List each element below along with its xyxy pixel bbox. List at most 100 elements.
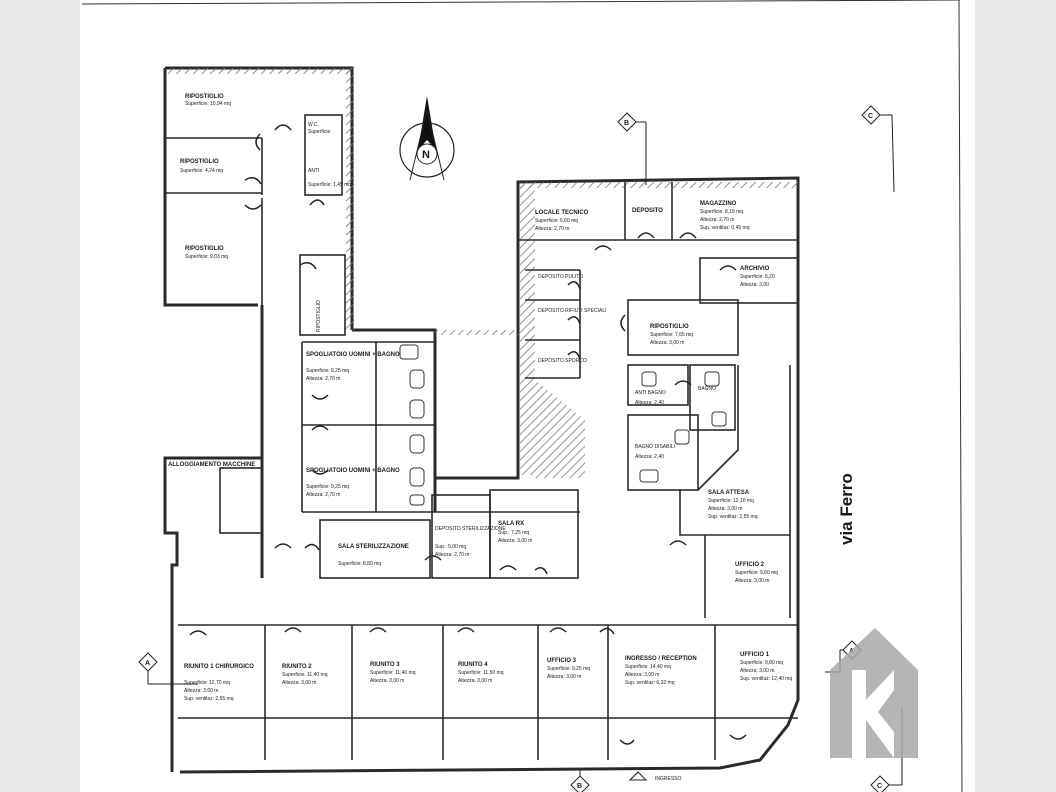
svg-text:Superficie: 12,10 mq: Superficie: 12,10 mq bbox=[708, 498, 754, 504]
svg-text:C: C bbox=[877, 783, 882, 790]
grid-marker-b-bottom: B bbox=[570, 775, 590, 792]
svg-text:Superficie: 9,03 mq: Superficie: 9,03 mq bbox=[185, 254, 228, 260]
svg-text:RIUNITO 4: RIUNITO 4 bbox=[458, 662, 488, 668]
svg-text:DEPOSITO RIFIUTI SPECIALI: DEPOSITO RIFIUTI SPECIALI bbox=[538, 308, 607, 314]
svg-text:Superficie: 10,94 mq: Superficie: 10,94 mq bbox=[185, 101, 231, 107]
svg-text:Altezza: 2,70 m: Altezza: 2,70 m bbox=[306, 376, 340, 382]
svg-text:INGRESSO / RECEPTION: INGRESSO / RECEPTION bbox=[625, 656, 697, 662]
svg-text:Altezza: 2,40: Altezza: 2,40 bbox=[635, 454, 664, 460]
svg-text:Superficie: 1,45 mq: Superficie: 1,45 mq bbox=[308, 182, 351, 188]
hatch-left-wing bbox=[346, 68, 354, 330]
svg-text:DEPOSITO: DEPOSITO bbox=[632, 208, 663, 214]
svg-text:Altezza: 3,00 m: Altezza: 3,00 m bbox=[740, 668, 774, 674]
svg-text:Altezza: 3,00 m: Altezza: 3,00 m bbox=[735, 578, 769, 584]
svg-text:Altezza: 3,00: Altezza: 3,00 bbox=[740, 282, 769, 288]
svg-text:Sup. ventilaz: 2,55 mq: Sup. ventilaz: 2,55 mq bbox=[708, 514, 758, 520]
svg-text:Altezza: 2,40: Altezza: 2,40 bbox=[635, 400, 664, 406]
svg-text:RIPOSTIGLIO: RIPOSTIGLIO bbox=[650, 324, 689, 330]
grid-marker-c-top: C bbox=[861, 105, 881, 125]
svg-text:DEPOSITO SPORCO: DEPOSITO SPORCO bbox=[538, 358, 587, 364]
svg-text:BAGNO: BAGNO bbox=[698, 386, 716, 392]
svg-text:Superficie: 6,60 mq: Superficie: 6,60 mq bbox=[535, 218, 578, 224]
svg-text:UFFICIO 2: UFFICIO 2 bbox=[735, 562, 765, 568]
svg-text:Superficie: 9,80 mq: Superficie: 9,80 mq bbox=[740, 660, 783, 666]
svg-text:Sup.: 5,00 mq: Sup.: 5,00 mq bbox=[435, 544, 466, 550]
floor-plan: N B C A A B C INGRESSO via Ferro bbox=[81, 0, 963, 792]
hatch-connector bbox=[435, 330, 520, 335]
north-label: N bbox=[422, 149, 430, 161]
svg-text:ANTI BAGNO: ANTI BAGNO bbox=[635, 390, 666, 396]
grid-marker-c-bottom: C bbox=[870, 775, 890, 792]
svg-text:Superficie: 11,40 mq: Superficie: 11,40 mq bbox=[282, 672, 328, 678]
svg-text:C: C bbox=[868, 113, 873, 120]
svg-text:W.C.: W.C. bbox=[308, 122, 319, 128]
hatch-top-left bbox=[165, 68, 352, 74]
svg-text:SALA STERILIZZAZIONE: SALA STERILIZZAZIONE bbox=[338, 544, 409, 550]
svg-text:Superficie: 11,40 mq: Superficie: 11,40 mq bbox=[370, 670, 416, 676]
svg-text:Superficie: Superficie bbox=[308, 129, 330, 135]
svg-text:BAGNO DISABILI: BAGNO DISABILI bbox=[635, 444, 675, 450]
svg-text:Superficie: 14,40 mq: Superficie: 14,40 mq bbox=[625, 664, 671, 670]
svg-text:Superficie: 9,25 mq: Superficie: 9,25 mq bbox=[306, 368, 349, 374]
grid-marker-b-top: B bbox=[617, 112, 637, 132]
svg-text:Altezza: 3,00 m: Altezza: 3,00 m bbox=[184, 688, 218, 694]
plan-sheet: N B C A A B C INGRESSO via Ferro bbox=[80, 0, 975, 792]
hatch-triangle bbox=[535, 380, 585, 478]
svg-text:ANTI: ANTI bbox=[308, 168, 319, 174]
svg-text:Superficie: 11,50 mq: Superficie: 11,50 mq bbox=[458, 670, 504, 676]
svg-text:Sup. ventilaz: 2,55 mq: Sup. ventilaz: 2,55 mq bbox=[184, 696, 234, 702]
svg-text:SALA RX: SALA RX bbox=[498, 521, 524, 527]
svg-text:Altezza: 3,00 m: Altezza: 3,00 m bbox=[370, 678, 404, 684]
north-arrow: N bbox=[399, 96, 455, 181]
svg-text:SPOGLIATOIO UOMINI + BAGNO: SPOGLIATOIO UOMINI + BAGNO bbox=[306, 352, 400, 358]
svg-text:Superficie: 12,70 mq: Superficie: 12,70 mq bbox=[184, 680, 230, 686]
interior-walls bbox=[165, 114, 799, 760]
sanitary-fixtures bbox=[399, 344, 727, 506]
door-swings bbox=[189, 124, 747, 745]
svg-text:RIUNITO 3: RIUNITO 3 bbox=[370, 662, 400, 668]
svg-text:Sup.: 7,25 mq: Sup.: 7,25 mq bbox=[498, 530, 529, 536]
hatch-right-top bbox=[518, 182, 798, 188]
svg-text:ALLOGGIAMENTO MACCHINE: ALLOGGIAMENTO MACCHINE bbox=[168, 462, 255, 468]
svg-text:Altezza: 3,00 m: Altezza: 3,00 m bbox=[625, 672, 659, 678]
svg-text:Superficie: 5,20: Superficie: 5,20 bbox=[740, 274, 775, 280]
svg-text:Superficie: 8,80 mq: Superficie: 8,80 mq bbox=[338, 561, 381, 567]
svg-text:Superficie: 8,15 mq: Superficie: 8,15 mq bbox=[700, 209, 743, 215]
svg-text:Altezza: 3,00 m: Altezza: 3,00 m bbox=[498, 538, 532, 544]
svg-text:RIPOSTIGLIO: RIPOSTIGLIO bbox=[185, 94, 224, 100]
svg-text:Altezza: 2,70 m: Altezza: 2,70 m bbox=[306, 492, 340, 498]
room-labels: RIPOSTIGLIO Superficie: 10,94 mq RIPOSTI… bbox=[168, 94, 792, 702]
hatch-right-wing-left bbox=[520, 185, 535, 475]
svg-text:MAGAZZINO: MAGAZZINO bbox=[700, 201, 737, 207]
svg-text:B: B bbox=[577, 783, 582, 790]
svg-text:Altezza: 3,00 m: Altezza: 3,00 m bbox=[547, 674, 581, 680]
svg-text:SPOGLIATOIO UOMINI + BAGNO: SPOGLIATOIO UOMINI + BAGNO bbox=[306, 468, 400, 474]
svg-text:Sup. ventilaz: 0,45 mq: Sup. ventilaz: 0,45 mq bbox=[700, 225, 750, 231]
svg-text:Altezza: 3,00 m: Altezza: 3,00 m bbox=[708, 506, 742, 512]
svg-text:Superficie: 9,25 mq: Superficie: 9,25 mq bbox=[547, 666, 590, 672]
entrance-marker: INGRESSO bbox=[628, 771, 682, 782]
svg-text:DEPOSITO PULITO: DEPOSITO PULITO bbox=[538, 274, 583, 280]
street-label: via Ferro bbox=[837, 473, 856, 545]
svg-text:Superficie: 9,25 mq: Superficie: 9,25 mq bbox=[306, 484, 349, 490]
svg-text:RIPOSTIGLIO: RIPOSTIGLIO bbox=[316, 300, 322, 332]
svg-text:Sup. ventilaz: 6,32 mq: Sup. ventilaz: 6,32 mq bbox=[625, 680, 675, 686]
grid-marker-a-left: A bbox=[138, 652, 158, 672]
svg-text:Sup. ventilaz: 12,40 mq: Sup. ventilaz: 12,40 mq bbox=[740, 676, 792, 682]
svg-text:DEPOSITO STERILIZZAZIONE: DEPOSITO STERILIZZAZIONE bbox=[435, 526, 506, 532]
svg-text:UFFICIO 1: UFFICIO 1 bbox=[740, 652, 770, 658]
svg-text:Altezza: 3,00 m: Altezza: 3,00 m bbox=[650, 340, 684, 346]
svg-text:UFFICIO 3: UFFICIO 3 bbox=[547, 658, 577, 664]
svg-text:Superficie: 7,65 mq: Superficie: 7,65 mq bbox=[650, 332, 693, 338]
svg-text:Altezza: 3,00 m: Altezza: 3,00 m bbox=[458, 678, 492, 684]
svg-text:SALA ATTESA: SALA ATTESA bbox=[708, 490, 750, 496]
svg-text:RIUNITO 2: RIUNITO 2 bbox=[282, 664, 312, 670]
agency-logo bbox=[830, 628, 918, 758]
svg-text:Altezza: 2,70 m: Altezza: 2,70 m bbox=[700, 217, 734, 223]
frame-right bbox=[958, 0, 963, 792]
svg-text:INGRESSO: INGRESSO bbox=[655, 776, 682, 782]
svg-text:Altezza: 2,70 m: Altezza: 2,70 m bbox=[535, 226, 569, 232]
svg-text:Superficie: 9,60 mq: Superficie: 9,60 mq bbox=[735, 570, 778, 576]
svg-text:Superficie: 4,24 mq: Superficie: 4,24 mq bbox=[180, 168, 223, 174]
svg-text:RIUNITO 1 CHIRURGICO: RIUNITO 1 CHIRURGICO bbox=[184, 664, 254, 670]
